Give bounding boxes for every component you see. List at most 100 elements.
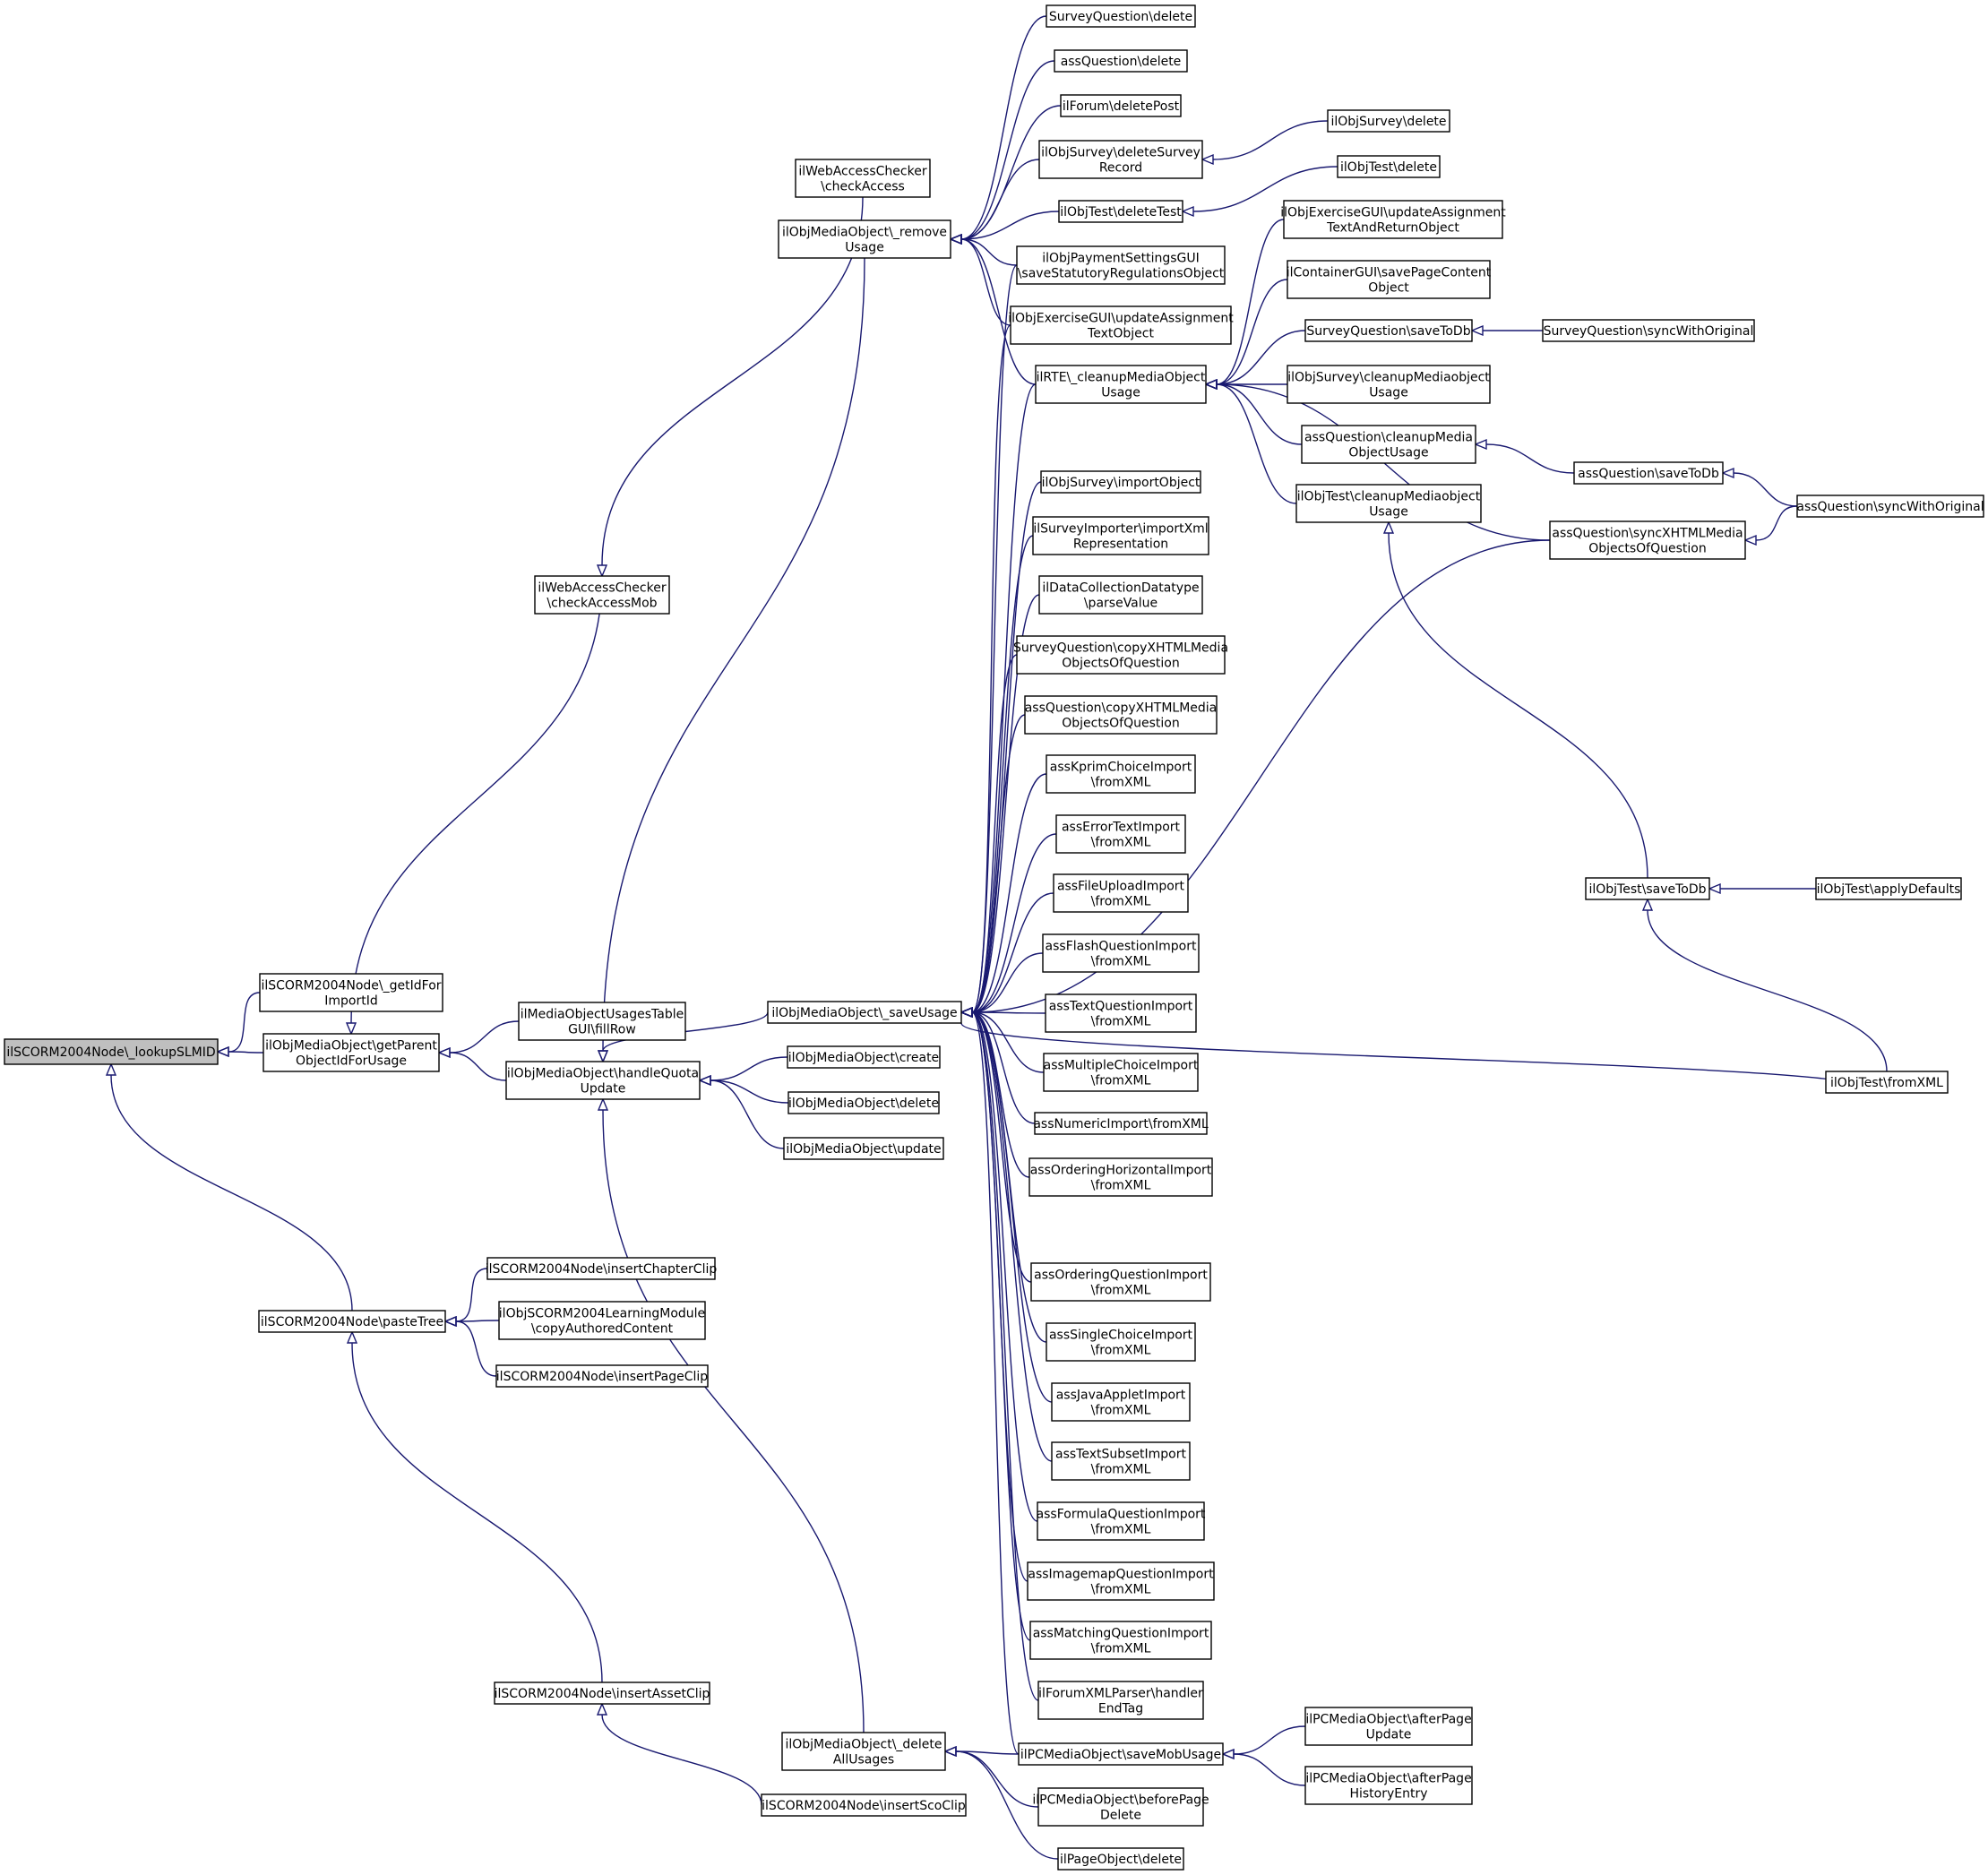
- graph-node[interactable]: SurveyQuestion\delete: [1046, 4, 1196, 28]
- graph-node[interactable]: ilSCORM2004Node\insertScoClip: [761, 1793, 967, 1817]
- graph-node[interactable]: assTextQuestionImport\fromXML: [1045, 993, 1197, 1033]
- node-label: ilSCORM2004Node\pasteTree: [261, 1315, 443, 1329]
- graph-node[interactable]: assFormulaQuestionImport\fromXML: [1037, 1501, 1206, 1541]
- graph-node[interactable]: assKprimChoiceImport\fromXML: [1046, 754, 1196, 794]
- graph-node[interactable]: assQuestion\copyXHTMLMediaObjectsOfQuest…: [1024, 695, 1218, 735]
- graph-node[interactable]: ilObjTest\deleteTest: [1058, 200, 1183, 223]
- graph-node[interactable]: ilForum\deletePost: [1060, 94, 1182, 117]
- graph-node[interactable]: assNumericImport\fromXML: [1033, 1112, 1209, 1135]
- node-label: ilObjMediaObject\_remove: [782, 226, 947, 240]
- graph-node[interactable]: assMatchingQuestionImport\fromXML: [1029, 1621, 1212, 1660]
- graph-node[interactable]: assImagemapQuestionImport\fromXML: [1027, 1561, 1215, 1601]
- graph-node[interactable]: ilObjTest\fromXML: [1825, 1071, 1949, 1094]
- edge-line: [449, 1052, 507, 1081]
- graph-node[interactable]: ilWebAccessChecker\checkAccess: [795, 159, 931, 198]
- graph-node[interactable]: ilObjTest\delete: [1337, 155, 1441, 178]
- graph-node[interactable]: ilObjMediaObject\create: [787, 1045, 941, 1069]
- node-label: ilObjPaymentSettingsGUI: [1042, 252, 1200, 266]
- graph-node[interactable]: assMultipleChoiceImport\fromXML: [1043, 1053, 1199, 1092]
- graph-node[interactable]: ilSCORM2004Node\pasteTree: [258, 1310, 446, 1333]
- graph-node[interactable]: assOrderingHorizontalImport\fromXML: [1028, 1157, 1213, 1197]
- graph-node[interactable]: assQuestion\saveToDb: [1573, 461, 1724, 485]
- graph-node[interactable]: ilObjSurvey\delete: [1327, 109, 1450, 133]
- node-label: GUI\fillRow: [568, 1023, 636, 1037]
- graph-node[interactable]: ilObjMediaObject\delete: [787, 1091, 940, 1114]
- graph-node[interactable]: ilObjPaymentSettingsGUI\saveStatutoryReg…: [1016, 245, 1226, 285]
- edge-line: [1233, 1753, 1306, 1786]
- node-label: assQuestion\cleanupMedia: [1304, 431, 1473, 445]
- edge-line: [449, 1020, 520, 1054]
- edge-line: [602, 1109, 865, 1733]
- edge-line: [971, 833, 1057, 1013]
- graph-node[interactable]: assTextSubsetImport\fromXML: [1051, 1441, 1191, 1481]
- graph-node[interactable]: ilObjExerciseGUI\updateAssignmentTextAnd…: [1280, 200, 1506, 239]
- graph-node[interactable]: assQuestion\syncWithOriginal: [1796, 495, 1984, 518]
- graph-node[interactable]: ilObjMediaObject\getParentObjectIdForUsa…: [262, 1033, 440, 1072]
- graph-node[interactable]: ilObjMediaObject\_saveUsage: [767, 1001, 962, 1024]
- node-box: [1549, 520, 1746, 560]
- graph-node[interactable]: ilObjMediaObject\update: [783, 1137, 944, 1160]
- edge-arrowhead: [1382, 520, 1395, 534]
- edge-arrowhead: [1474, 438, 1487, 451]
- node-label: ObjectIdForUsage: [296, 1054, 407, 1069]
- node-box: [1042, 933, 1200, 973]
- graph-node[interactable]: ilObjSCORM2004LearningModule\copyAuthore…: [498, 1301, 706, 1340]
- node-label: \fromXML: [1091, 1404, 1151, 1418]
- node-box: [1032, 516, 1209, 555]
- graph-node[interactable]: assJavaAppletImport\fromXML: [1051, 1382, 1191, 1422]
- graph-node[interactable]: SurveyQuestion\syncWithOriginal: [1542, 319, 1755, 342]
- graph-node[interactable]: ilPCMediaObject\saveMobUsage: [1018, 1742, 1224, 1766]
- graph-node[interactable]: SurveyQuestion\copyXHTMLMediaObjectsOfQu…: [1013, 635, 1228, 675]
- graph-node[interactable]: assFlashQuestionImport\fromXML: [1042, 933, 1200, 973]
- graph-node[interactable]: assQuestion\delete: [1054, 49, 1188, 73]
- graph-node[interactable]: assOrderingQuestionImport\fromXML: [1030, 1262, 1211, 1302]
- node-label: assQuestion\delete: [1061, 55, 1182, 69]
- graph-node[interactable]: ilObjTest\saveToDb: [1585, 877, 1710, 900]
- graph-node[interactable]: ilObjTest\applyDefaults: [1815, 877, 1962, 900]
- node-box: [505, 1061, 701, 1100]
- graph-node[interactable]: ilObjSurvey\importObject: [1040, 470, 1201, 494]
- node-box: [1038, 140, 1203, 179]
- edge-arrowhead: [1221, 1748, 1235, 1760]
- node-label: ilSCORM2004Node\insertScoClip: [762, 1799, 966, 1813]
- graph-node[interactable]: assErrorTextImport\fromXML: [1055, 814, 1186, 854]
- graph-node[interactable]: assQuestion\syncXHTMLMediaObjectsOfQuest…: [1549, 520, 1746, 560]
- root-node[interactable]: ilSCORM2004Node\_lookupSLMID: [4, 1038, 219, 1065]
- graph-node[interactable]: ilObjExerciseGUI\updateAssignmentTextObj…: [1008, 305, 1234, 345]
- graph-node[interactable]: SurveyQuestion\saveToDb: [1304, 319, 1473, 342]
- node-label: assFormulaQuestionImport: [1037, 1508, 1206, 1522]
- node-label: ImportId: [324, 994, 377, 1009]
- graph-node[interactable]: assSingleChoiceImport\fromXML: [1046, 1322, 1196, 1362]
- graph-node[interactable]: assFileUploadImport\fromXML: [1053, 873, 1189, 913]
- graph-node[interactable]: ilDataCollectionDatatype\parseValue: [1038, 575, 1203, 615]
- node-box: [767, 1001, 962, 1024]
- graph-node[interactable]: ilPageObject\delete: [1057, 1847, 1184, 1871]
- edge-n50-to-n13: [943, 1745, 1059, 1860]
- node-label: \parseValue: [1084, 597, 1158, 611]
- graph-node[interactable]: ilWebAccessChecker\checkAccessMob: [534, 575, 670, 615]
- graph-node[interactable]: ilSCORM2004Node\insertAssetClip: [494, 1681, 710, 1705]
- node-label: \fromXML: [1091, 836, 1151, 850]
- graph-node[interactable]: ilSCORM2004Node\insertPageClip: [495, 1364, 709, 1388]
- node-label: ilObjMediaObject\update: [786, 1142, 941, 1157]
- node-box: [1046, 754, 1196, 794]
- node-label: TextObject: [1087, 327, 1154, 341]
- node-label: Usage: [845, 241, 884, 255]
- graph-node[interactable]: ilSCORM2004Node\insertChapterClip: [486, 1257, 718, 1280]
